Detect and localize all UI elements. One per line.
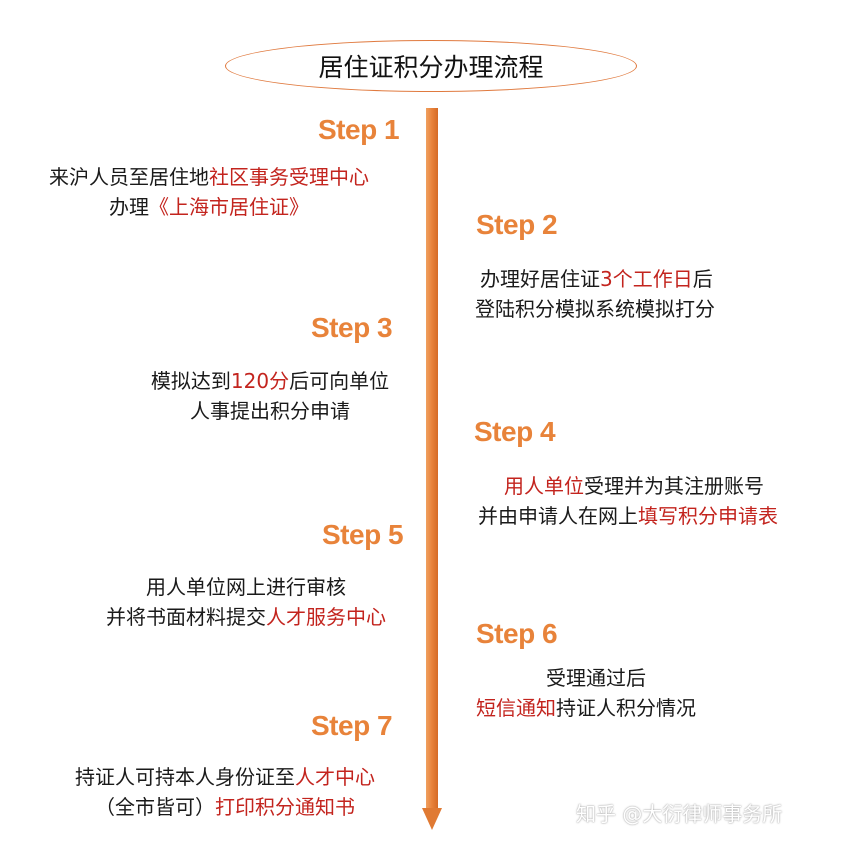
step-3-label: Step 3 <box>311 312 393 343</box>
step-1-description: 来沪人员至居住地社区事务受理中心 办理《上海市居住证》 <box>49 165 369 219</box>
arrow-head <box>422 808 442 830</box>
step-2-description: 办理好居住证3个工作日后 登陆积分模拟系统模拟打分 <box>475 267 715 321</box>
step-7-description: 持证人可持本人身份证至人才中心 （全市皆可）打印积分通知书 <box>75 765 375 819</box>
page-title-text: 居住证积分办理流程 <box>318 53 544 82</box>
step-2-label: Step 2 <box>476 209 558 240</box>
step-3-description: 模拟达到120分后可向单位 人事提出积分申请 <box>150 369 390 423</box>
step-4-description: 用人单位受理并为其注册账号 并由申请人在网上填写积分申请表 <box>478 474 778 528</box>
page-title: 居住证积分办理流程 <box>225 40 637 92</box>
step-6-description: 受理通过后 短信通知持证人积分情况 <box>476 666 696 720</box>
step-5-label: Step 5 <box>322 519 404 550</box>
step-7-label: Step 7 <box>311 710 393 741</box>
step-4-label: Step 4 <box>474 416 556 447</box>
arrow-shaft <box>426 108 438 808</box>
step-6-label: Step 6 <box>476 618 558 649</box>
watermark: 知乎 @大衍律师事务所 <box>576 802 783 826</box>
step-5-description: 用人单位网上进行审核 并将书面材料提交人才服务中心 <box>106 575 386 629</box>
step-1-label: Step 1 <box>318 114 400 145</box>
